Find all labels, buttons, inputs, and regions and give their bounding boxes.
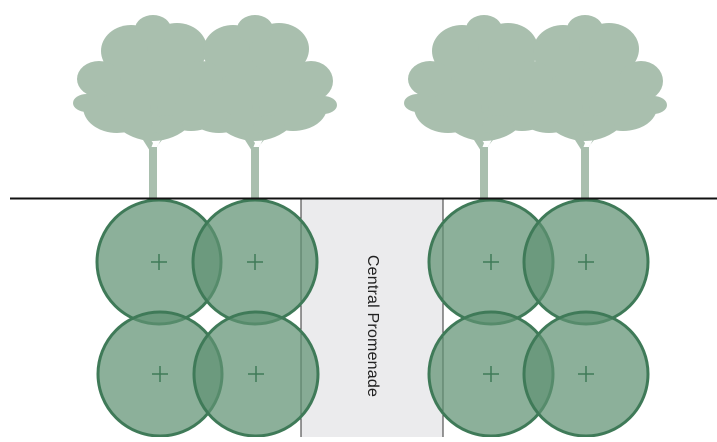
plus-icon	[151, 254, 167, 270]
central-promenade-area	[301, 199, 443, 437]
plus-icon	[578, 366, 594, 382]
plus-icon	[248, 366, 264, 382]
plus-icon	[483, 366, 499, 382]
plus-icon	[247, 254, 263, 270]
promenade-label: Central Promenade	[364, 254, 381, 398]
plus-icon	[152, 366, 168, 382]
plus-icon	[578, 254, 594, 270]
plus-icon	[483, 254, 499, 270]
plus-markers-group	[151, 254, 594, 382]
